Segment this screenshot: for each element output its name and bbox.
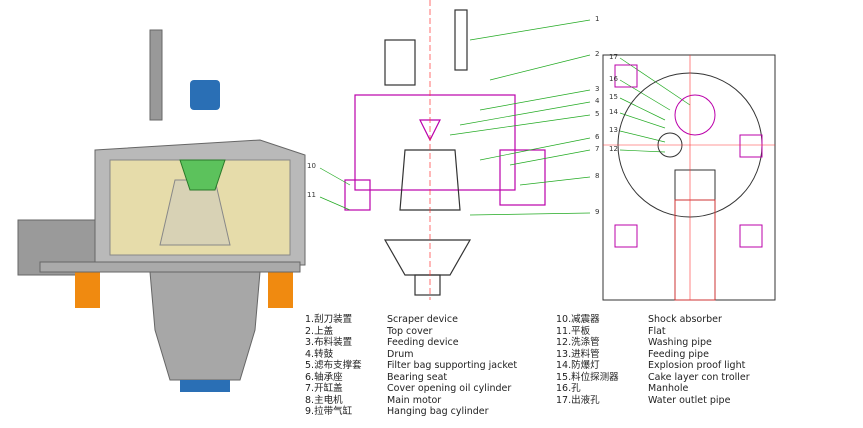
legend-en: Feeding device	[387, 337, 459, 348]
legend-cn: 3.布料装置	[305, 337, 353, 348]
legend-en: Main motor	[387, 394, 442, 406]
legend-cn: 15.料位探测器	[556, 371, 619, 383]
legend-en: Washing pipe	[648, 337, 712, 348]
legend-en: Explosion proof light	[648, 360, 746, 371]
legend-right-cn: 10.减震器 11.平板 12.洗涤管 13.进料管 14.防爆灯 15.料位探…	[556, 314, 619, 406]
legend-cn: 5.滤布支撑套	[305, 360, 362, 371]
callout-12: 12	[609, 145, 618, 153]
legend-en: Feeding pipe	[648, 348, 709, 360]
legend-cn: 9.拉带气缸	[305, 406, 353, 417]
legend-cn: 10.减震器	[556, 314, 600, 325]
callout-14: 14	[609, 108, 618, 116]
callout-10: 10	[307, 162, 316, 170]
callout-17: 17	[609, 53, 618, 61]
legend-cn: 6.轴承座	[305, 371, 343, 383]
callout-13: 13	[609, 126, 618, 134]
legend-en: Water outlet pipe	[648, 394, 731, 406]
callout-4: 4	[595, 97, 600, 105]
callout-2: 2	[595, 50, 600, 58]
legend-en: Hanging bag cylinder	[387, 406, 489, 417]
callout-9: 9	[595, 208, 600, 216]
legend-cn: 11.平板	[556, 325, 591, 337]
legend-cn: 13.进料管	[556, 348, 600, 360]
legend-cn: 4.转鼓	[305, 348, 334, 360]
legend-en: Scraper device	[387, 314, 458, 325]
section-drawing	[344, 0, 546, 300]
legend-right-en: Shock absorber Flat Washing pipe Feeding…	[648, 314, 750, 406]
callout-16: 16	[609, 75, 618, 83]
legend-cn: 14.防爆灯	[556, 360, 600, 371]
callout-8: 8	[595, 172, 600, 180]
legend-cn: 16.孔	[556, 383, 581, 394]
legend-en: Top cover	[387, 325, 433, 337]
legend-en: Shock absorber	[648, 314, 722, 325]
callout-7: 7	[595, 145, 600, 153]
legend-cn: 7.开缸盖	[305, 383, 343, 394]
legend-cn: 17.出液孔	[556, 394, 600, 406]
callout-6: 6	[595, 133, 600, 141]
legend-en: Bearing seat	[387, 371, 448, 383]
callout-11: 11	[307, 191, 316, 199]
legend-en: Drum	[387, 348, 414, 360]
legend-cn: 1.刮刀装置	[305, 314, 353, 325]
legend-cn: 8.主电机	[305, 394, 343, 406]
callout-1: 1	[595, 15, 600, 23]
callout-3: 3	[595, 85, 600, 93]
legend-left-cn: 1.刮刀装置 2.上盖 3.布料装置 4.转鼓 5.滤布支撑套 6.轴承座 7.…	[305, 314, 362, 418]
legend-en: Manhole	[648, 383, 689, 394]
callout-5: 5	[595, 110, 600, 118]
legend-left-en: Scraper device Top cover Feeding device …	[387, 314, 517, 418]
top-view-drawing	[602, 54, 776, 301]
callout-15: 15	[609, 93, 618, 101]
leader-lines	[319, 19, 691, 216]
centrifuge-3d-render	[17, 29, 306, 392]
legend-en: Filter bag supporting jacket	[387, 360, 518, 371]
legend-en: Cover opening oil cylinder	[387, 383, 512, 394]
legend-cn: 2.上盖	[305, 325, 334, 337]
legend-en: Flat	[648, 325, 666, 337]
legend-cn: 12.洗涤管	[556, 337, 600, 348]
legend-en: Cake layer con troller	[648, 371, 750, 383]
